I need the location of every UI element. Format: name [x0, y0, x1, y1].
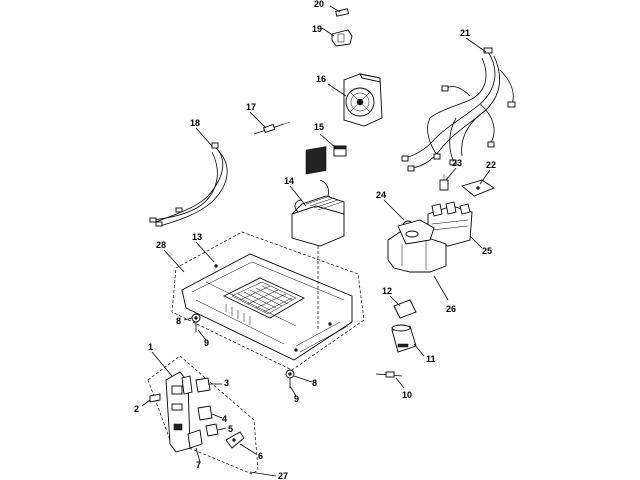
label-18: 18	[190, 118, 200, 128]
part-7-actuator	[187, 429, 203, 463]
part-4-microswitch	[197, 405, 223, 421]
part-12-capacitor-bracket	[389, 295, 417, 319]
part-2-hook	[141, 393, 161, 407]
label-11: 11	[426, 354, 436, 364]
label-8a: 8	[176, 316, 181, 326]
part-15-block	[319, 133, 347, 157]
part-21-main-harness	[401, 37, 516, 172]
label-26: 26	[446, 304, 456, 314]
part-17-sensor	[249, 111, 291, 135]
part-9-screw-b	[289, 378, 297, 397]
part-5-microswitch	[205, 423, 227, 437]
part-16-fan-motor	[327, 73, 383, 127]
part-27-leader	[249, 471, 277, 477]
label-7: 7	[196, 460, 201, 470]
part-20-bracket	[329, 5, 350, 17]
label-3: 3	[224, 378, 229, 388]
label-25: 25	[482, 246, 492, 256]
part-8-foot-a	[183, 313, 201, 323]
label-5: 5	[228, 424, 233, 434]
label-12: 12	[382, 286, 392, 296]
label-9a: 9	[204, 338, 209, 348]
label-28: 28	[156, 240, 166, 250]
part-6-lever	[225, 431, 257, 455]
label-15: 15	[314, 122, 324, 132]
label-9b: 9	[294, 394, 299, 404]
part-18-wire-harness	[149, 127, 228, 227]
label-20: 20	[314, 0, 324, 9]
part-28-base-assembly-outline	[171, 231, 365, 371]
part-13-base-plate	[163, 241, 353, 361]
label-4: 4	[222, 414, 227, 424]
part-19-clip	[321, 27, 353, 47]
part-9-screw-a	[195, 322, 207, 341]
part-27-latch-assembly-outline	[147, 355, 259, 475]
label-24: 24	[376, 190, 386, 200]
label-6: 6	[258, 451, 263, 461]
label-1: 1	[148, 342, 153, 352]
label-16: 16	[316, 74, 326, 84]
part-11-capacitor	[391, 324, 425, 357]
part-1-latch-bracket	[151, 351, 193, 453]
label-19: 19	[312, 24, 322, 34]
label-17: 17	[246, 102, 256, 112]
part-10-diode	[375, 371, 405, 389]
label-10: 10	[402, 390, 412, 400]
label-2: 2	[134, 404, 139, 414]
label-22: 22	[486, 160, 496, 170]
label-21: 21	[460, 28, 470, 38]
label-14: 14	[284, 176, 294, 186]
part-26-waveguide	[387, 219, 449, 301]
part-14-transformer	[289, 146, 345, 247]
part-22-plate	[461, 169, 495, 197]
part-23-switch	[439, 167, 457, 191]
label-27: 27	[278, 471, 288, 480]
part-3-microswitch	[195, 377, 222, 393]
label-23: 23	[452, 158, 462, 168]
label-13: 13	[192, 232, 202, 242]
label-8b: 8	[312, 378, 317, 388]
